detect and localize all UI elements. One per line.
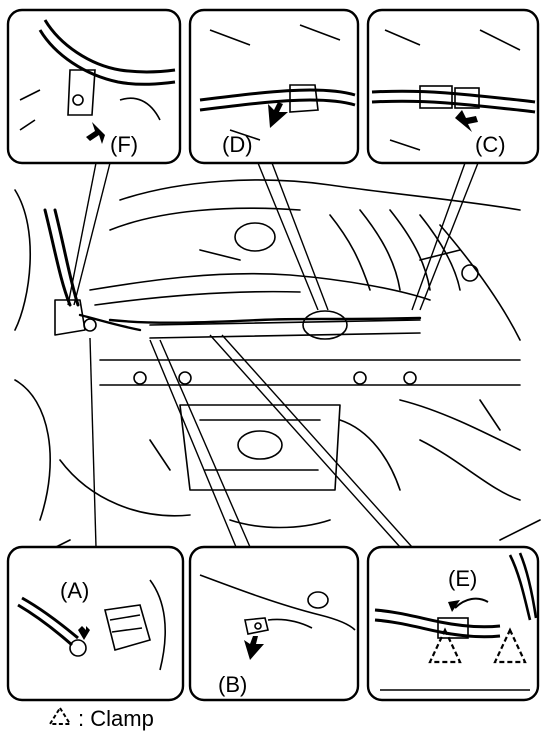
callout-a: (A) — [60, 578, 89, 603]
legend-colon: : — [78, 706, 91, 731]
callout-f: (F) — [110, 132, 138, 157]
callout-b: (B) — [218, 672, 247, 697]
panel-c: (C) — [366, 8, 540, 165]
panel-b: (B) — [188, 545, 360, 702]
panel-d: (D) — [188, 8, 360, 165]
panel-a: (A) — [6, 545, 185, 702]
legend-text: Clamp — [90, 706, 154, 731]
clamp-triangle-icon — [428, 627, 462, 664]
callout-c: (C) — [475, 132, 506, 157]
arrow-d-icon — [268, 102, 288, 128]
arrow-f-icon — [86, 122, 105, 144]
engine-drawing — [14, 179, 541, 561]
leader-lines — [67, 162, 479, 548]
callout-e: (E) — [448, 566, 477, 591]
clamp-triangle-icon — [493, 627, 527, 664]
legend: : Clamp — [48, 706, 154, 732]
arrow-e-icon — [448, 600, 460, 612]
arrow-a-icon — [78, 610, 90, 640]
arrow-c-icon — [455, 110, 478, 132]
callout-d: (D) — [222, 132, 253, 157]
arrow-b-icon — [244, 636, 264, 660]
panel-f: (F) — [6, 8, 182, 165]
dashed-triangle-icon — [48, 706, 72, 732]
panel-e: (E) — [366, 545, 540, 702]
